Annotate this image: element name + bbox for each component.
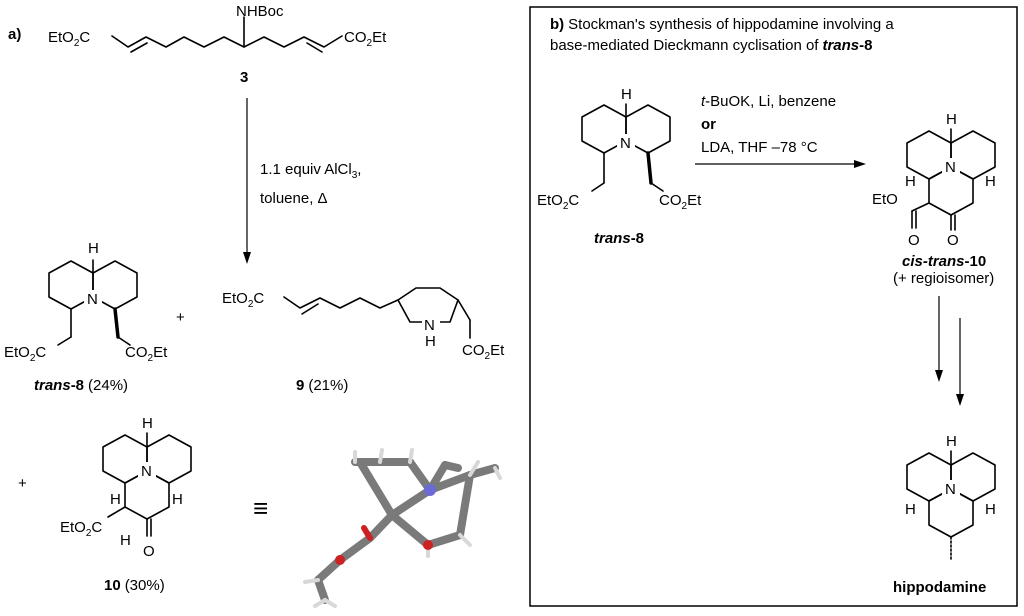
cis-trans-10-note: (+ regioisomer) [893, 270, 994, 287]
hippodamine-structure: H N H H [905, 433, 996, 561]
cis-trans-10-eto: EtO [872, 191, 898, 208]
trans-8b-right-ester: CO2Et [659, 192, 702, 212]
compound-10-h-left: H [110, 491, 121, 508]
compound-10-h-top: H [142, 415, 153, 432]
compound-9-structure: EtO2C N H [222, 287, 471, 350]
cis-trans-10-structure: H N H H [905, 111, 996, 231]
compound-9-left-ester: EtO2C [222, 290, 264, 310]
cis-trans-10-h-right: H [985, 173, 996, 190]
compound-10-caption: 10(30%) [104, 577, 165, 594]
trans-8-n-label: N [87, 291, 98, 308]
hippodamine-h-top: H [946, 433, 957, 450]
reagent-line2: or [701, 116, 716, 133]
cis-trans-10-ketone-o: O [947, 232, 959, 249]
reagent-line3: LDA, THF –78 °C [701, 139, 818, 156]
compound-3-structure: EtO2C NHBoc CO2Et [48, 3, 387, 53]
trans-8b-n-label: N [620, 135, 631, 152]
reaction-arrow-b-head [854, 160, 866, 168]
cis-trans-10-h-top: H [946, 111, 957, 128]
crystal-structure-image [303, 448, 502, 608]
reaction-arrow-a-head [243, 252, 251, 264]
compound-10-structure: H N H H H [102, 415, 192, 549]
hippodamine-name: hippodamine [893, 579, 986, 596]
compound-3-number: 3 [240, 69, 248, 86]
compound-3-left-ester: EtO2C [48, 29, 90, 49]
vertical-arrow-1-head [935, 370, 943, 382]
compound-10-n-label: N [141, 463, 152, 480]
compound-9-right-ester: CO2Et [462, 342, 505, 362]
cis-trans-10-n-label: N [945, 159, 956, 176]
cis-trans-10-h-left: H [905, 173, 916, 190]
equivalence-symbol: ≡ [253, 493, 268, 523]
cis-trans-10-caption: cis-trans-10 [902, 253, 986, 270]
panel-b-title-line1: b)Stockman's synthesis of hippodamine in… [550, 16, 894, 33]
trans-8-caption: trans-8(24%) [34, 377, 128, 394]
plus-sign-1: + [176, 309, 185, 326]
trans-8b-caption: trans-8 [594, 230, 644, 247]
trans-8b-left-ester: EtO2C [537, 192, 579, 212]
trans-8-structure-a: H N [48, 240, 138, 346]
compound-10-h-bottom: H [120, 532, 131, 549]
compound-3-substituent: NHBoc [236, 3, 284, 20]
panel-a-label: a) [8, 26, 21, 43]
plus-sign-2: + [18, 475, 27, 492]
trans-8-right-ester: CO2Et [125, 344, 168, 364]
compound-10-h-right: H [172, 491, 183, 508]
conditions-line2: toluene, Δ [260, 190, 328, 207]
compound-9-h-label: H [425, 333, 436, 350]
hippodamine-n-label: N [945, 481, 956, 498]
hippodamine-h-left: H [905, 501, 916, 518]
trans-8b-h-label: H [621, 86, 632, 103]
panel-b-frame [529, 6, 1018, 607]
trans-8-structure-b: H N [581, 86, 671, 192]
compound-10-ketone-o: O [143, 543, 155, 560]
compound-9-n-label: N [424, 317, 435, 334]
trans-8-h-label: H [88, 240, 99, 257]
cis-trans-10-o-ester: O [908, 232, 920, 249]
reagent-line1: t-BuOK, Li, benzene [701, 93, 836, 110]
compound-9-caption: 9(21%) [296, 377, 348, 394]
trans-8-left-ester: EtO2C [4, 344, 46, 364]
conditions-line1: 1.1 equiv AlCl3, [260, 161, 361, 181]
hippodamine-h-right: H [985, 501, 996, 518]
compound-10-ester: EtO2C [60, 519, 102, 539]
vertical-arrow-2-head [956, 394, 964, 406]
compound-3-right-ester: CO2Et [344, 29, 387, 49]
